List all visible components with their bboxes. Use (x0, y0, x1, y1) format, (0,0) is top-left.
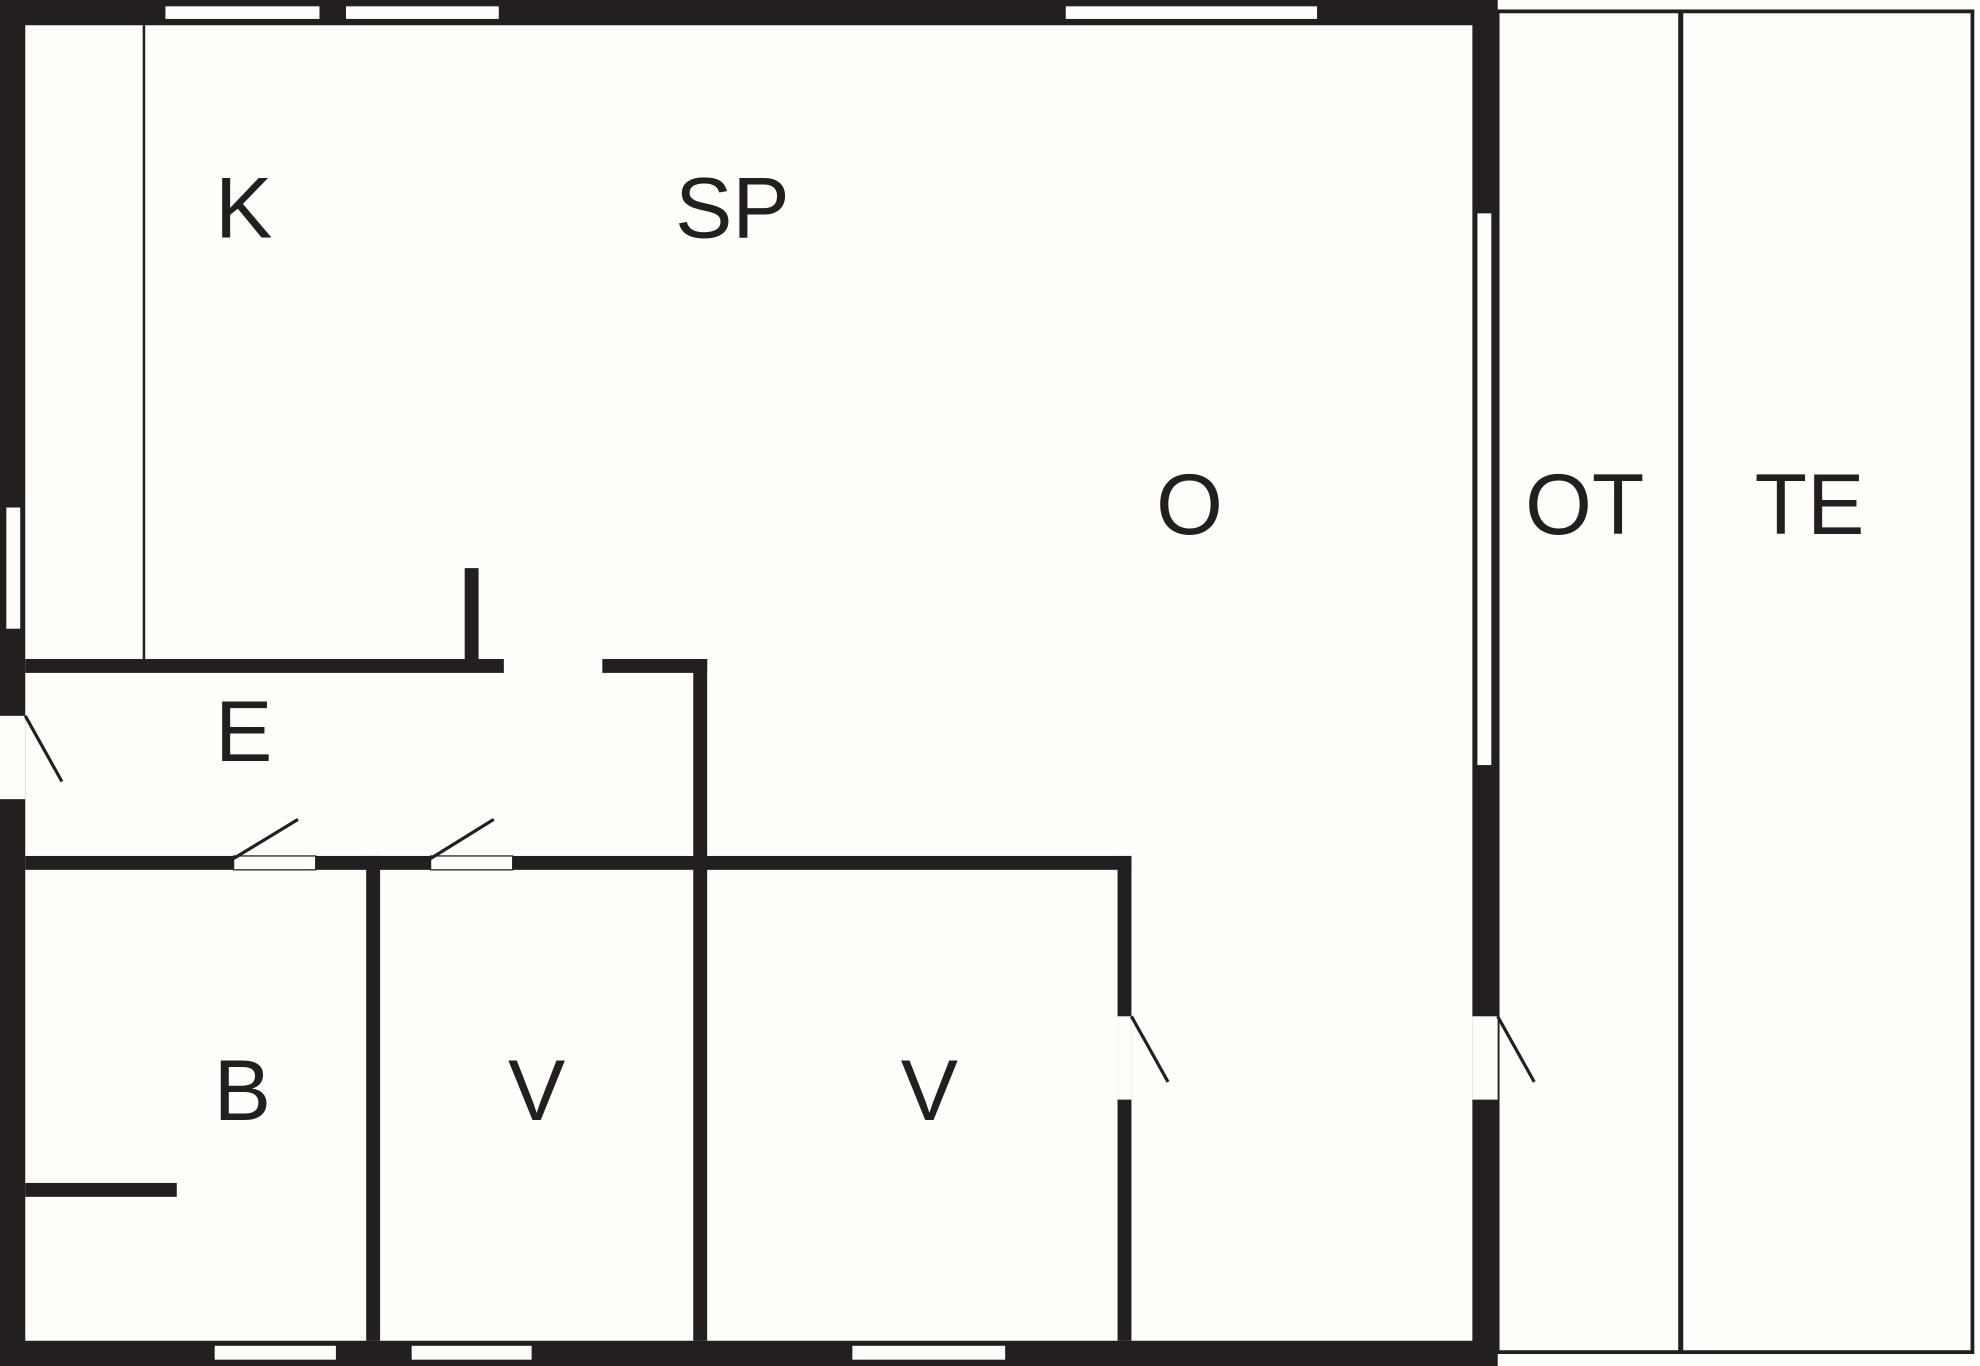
room-label-living: O (1156, 457, 1223, 553)
room-label-dining: SP (675, 160, 790, 256)
room-label-terrace: TE (1755, 457, 1865, 553)
room-label-kitchen: K (215, 160, 272, 256)
room-label-covered-terrace: OT (1525, 457, 1644, 553)
room-label-bathroom: B (214, 1043, 271, 1139)
room-label-bedroom-1: V (508, 1043, 565, 1139)
windows (6, 6, 1492, 1360)
room-label-bedroom-2: V (901, 1043, 958, 1139)
doors (0, 715, 1536, 1100)
room-label-entrance: E (215, 684, 272, 780)
outer-walls (0, 0, 1498, 1366)
